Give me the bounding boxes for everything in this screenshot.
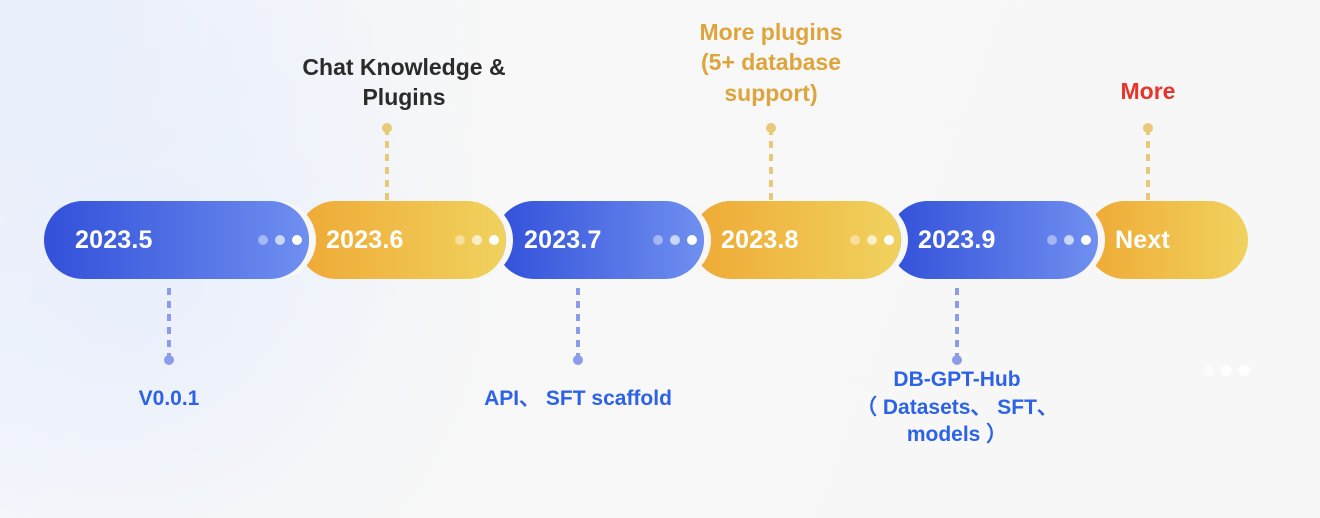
dashed-line xyxy=(576,288,580,360)
timeline-segment-2023-9[interactable]: 2023.9 xyxy=(889,201,1098,279)
dashed-line xyxy=(769,128,773,202)
timeline-segment-2023-6[interactable]: 2023.6 xyxy=(297,201,506,279)
decorative-dot xyxy=(1221,365,1232,376)
annotation-label: DB-GPT-Hub （ Datasets、 SFT、 models ） xyxy=(856,368,1058,447)
annotation-label: More xyxy=(1120,78,1176,104)
timeline-segment-next[interactable]: Next xyxy=(1086,201,1248,279)
ellipsis-dots-icon xyxy=(455,235,499,245)
annotation-label: V0.0.1 xyxy=(138,387,200,410)
connector-line xyxy=(766,123,776,202)
ellipsis-dots-icon xyxy=(653,235,697,245)
timeline-segment-2023-7[interactable]: 2023.7 xyxy=(495,201,704,279)
connector-dot-icon xyxy=(766,123,776,133)
connector-dot-icon xyxy=(1143,123,1153,133)
dashed-line xyxy=(385,128,389,202)
decorative-dots-icon xyxy=(1203,365,1250,376)
timeline-segment-label: 2023.7 xyxy=(524,225,602,254)
decorative-dot xyxy=(1203,365,1214,376)
timeline-segment-label: 2023.6 xyxy=(326,225,404,254)
connector-dot-icon xyxy=(952,355,962,365)
ellipsis-dots-icon xyxy=(850,235,894,245)
timeline-segment-label: 2023.9 xyxy=(918,225,996,254)
decorative-dot xyxy=(1239,365,1250,376)
timeline-segment-label: Next xyxy=(1115,225,1170,254)
connector-line xyxy=(573,288,583,365)
dashed-line xyxy=(167,288,171,360)
connector-line xyxy=(382,123,392,202)
timeline-segment-2023-8[interactable]: 2023.8 xyxy=(692,201,901,279)
connector-dot-icon xyxy=(382,123,392,133)
connector-line xyxy=(952,288,962,365)
timeline-bar: 2023.5 2023.6 2023.7 2023.8 2023.9 Next xyxy=(44,201,1248,279)
connector-line xyxy=(164,288,174,365)
connector-dot-icon xyxy=(164,355,174,365)
timeline-segment-label: 2023.8 xyxy=(721,225,799,254)
connector-line xyxy=(1143,123,1153,202)
dashed-line xyxy=(1146,128,1150,202)
annotation-label: More plugins (5+ database support) xyxy=(699,19,843,106)
timeline-segment-2023-5[interactable]: 2023.5 xyxy=(44,201,309,279)
connector-dot-icon xyxy=(573,355,583,365)
ellipsis-dots-icon xyxy=(258,235,302,245)
dashed-line xyxy=(955,288,959,360)
annotation-label: Chat Knowledge & Plugins xyxy=(302,54,506,111)
ellipsis-dots-icon xyxy=(1047,235,1091,245)
annotation-label: API、 SFT scaffold xyxy=(484,387,672,410)
timeline-segment-label: 2023.5 xyxy=(75,225,153,254)
